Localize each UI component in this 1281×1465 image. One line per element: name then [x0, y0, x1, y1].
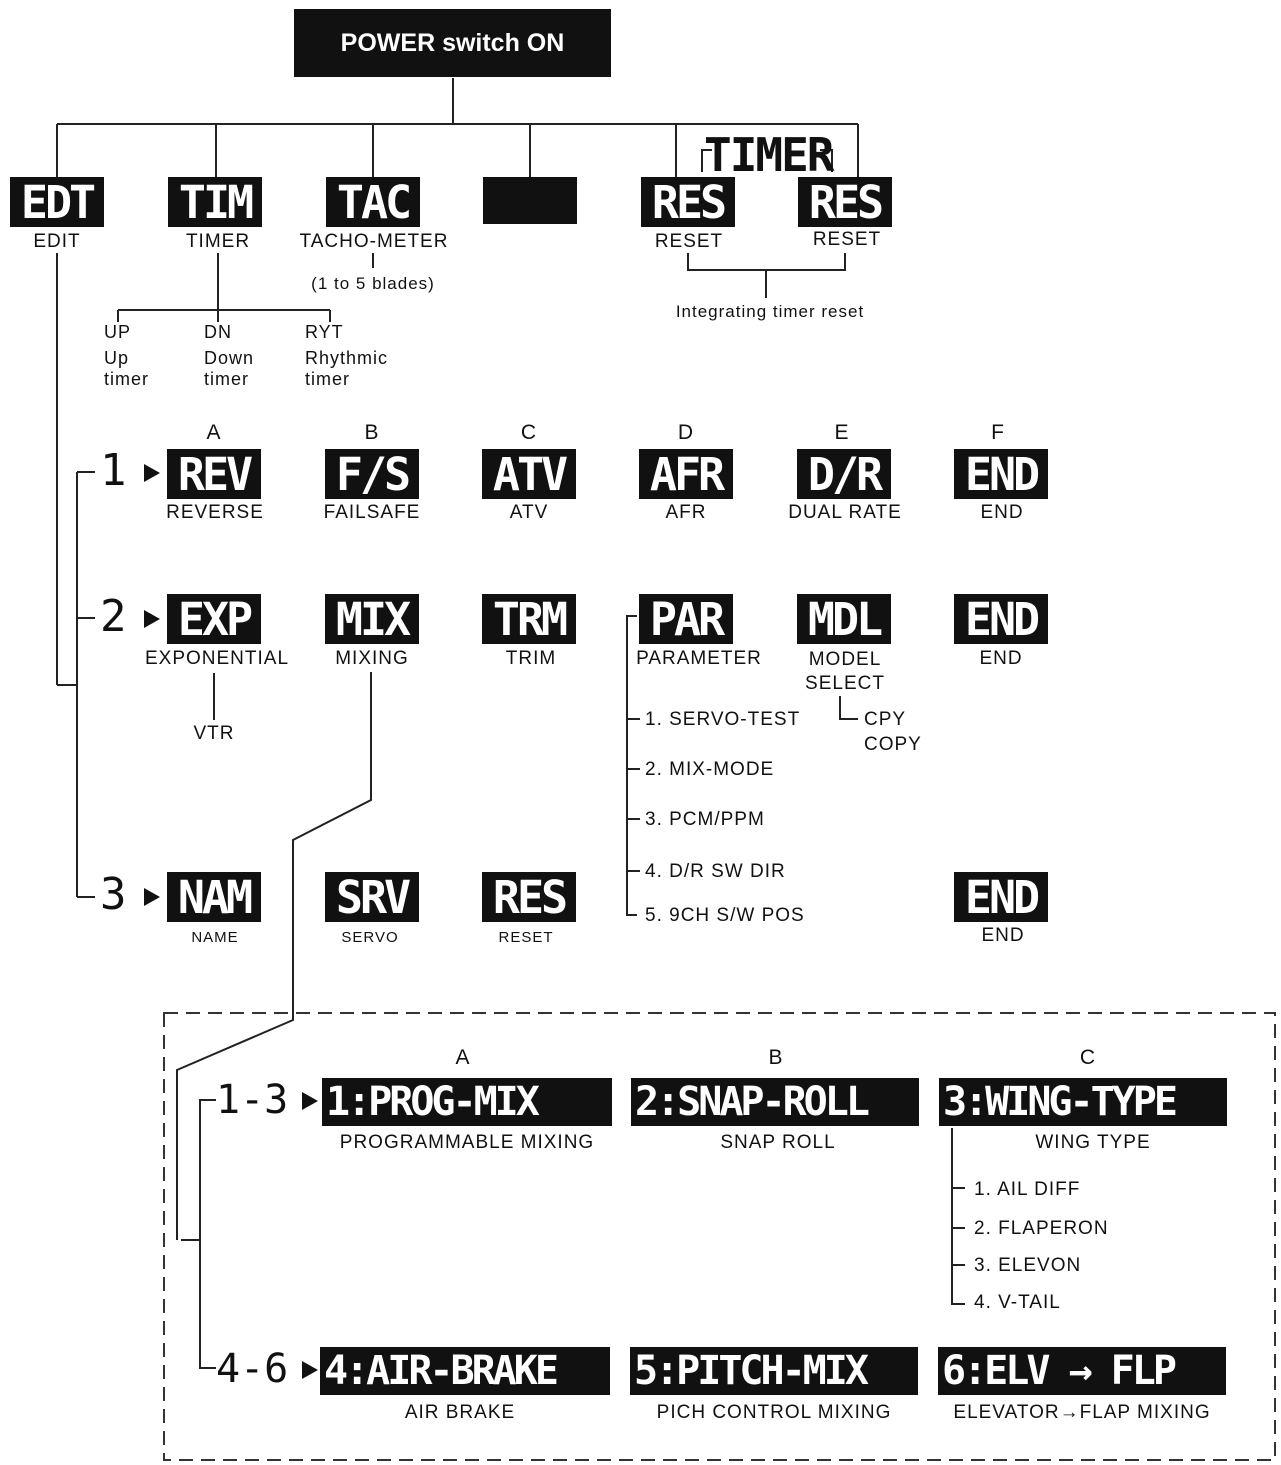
- wing-item-4: 4. V-TAIL: [974, 1292, 1061, 1313]
- wing-item-2: 2. FLAPERON: [974, 1218, 1109, 1239]
- reset-label-1: RESET: [654, 231, 724, 252]
- end-box-row-1: END: [954, 448, 1048, 501]
- end-box-row-2: END: [954, 593, 1048, 646]
- model-select-box: MDL: [797, 593, 891, 646]
- name-label: NAME: [191, 929, 239, 946]
- reset-label-row-3: RESET: [498, 929, 554, 946]
- servo-label: SERVO: [341, 929, 399, 946]
- model-select-label: MODEL SELECT: [805, 649, 885, 694]
- reset-label-2: RESET: [812, 229, 882, 250]
- wing-type-label: WING TYPE: [1035, 1132, 1151, 1153]
- air-brake-label: AIR BRAKE: [404, 1402, 516, 1423]
- power-switch-box: POWER switch ON: [294, 9, 611, 77]
- mixing-box: MIX: [325, 593, 419, 646]
- name-box: NAM: [167, 871, 261, 924]
- end-box-row-3: END: [954, 871, 1048, 924]
- snap-roll-label: SNAP ROLL: [720, 1132, 836, 1153]
- parameter-item-4: 4. D/R SW DIR: [645, 861, 786, 882]
- column-letter-b: B: [364, 421, 380, 444]
- mixing-group-4-6: 4-6: [216, 1346, 289, 1392]
- atv-box: ATV: [482, 448, 576, 501]
- edit-box: EDT: [10, 176, 104, 229]
- end-label-row-1: END: [980, 502, 1024, 523]
- row-3-arrow-icon: [144, 888, 160, 906]
- mixing-column-c: C: [1079, 1046, 1097, 1069]
- pitch-mix-label: PICH CONTROL MIXING: [656, 1402, 892, 1423]
- exponential-label: EXPONENTIAL: [144, 648, 290, 669]
- parameter-label: PARAMETER: [636, 648, 762, 669]
- afr-label: AFR: [665, 502, 707, 523]
- blank-box: [483, 177, 577, 224]
- parameter-item-5: 5. 9CH S/W POS: [645, 905, 805, 926]
- mixing-column-b: B: [768, 1046, 784, 1069]
- wing-type-box: 3:WING-TYPE: [939, 1078, 1227, 1126]
- mixing-label: MIXING: [335, 648, 409, 669]
- parameter-item-1: 1. SERVO-TEST: [645, 709, 801, 730]
- reverse-box: REV: [167, 448, 261, 501]
- row-2-number: 2: [100, 591, 127, 642]
- dual-rate-label: DUAL RATE: [788, 502, 902, 523]
- afr-box: AFR: [639, 448, 733, 501]
- mixing-group-1-3-arrow-icon: [302, 1092, 318, 1110]
- pitch-mix-box: 5:PITCH-MIX: [630, 1347, 918, 1395]
- parameter-item-2: 2. MIX-MODE: [645, 759, 775, 780]
- copy-code: CPY: [864, 709, 907, 730]
- timer-box: TIM: [168, 176, 262, 229]
- mixing-group-4-6-arrow-icon: [302, 1361, 318, 1379]
- snap-roll-box: 2:SNAP-ROLL: [631, 1078, 919, 1126]
- wing-item-3: 3. ELEVON: [974, 1255, 1082, 1276]
- prog-mix-label: PROGRAMMABLE MIXING: [339, 1132, 595, 1153]
- edit-label: EDIT: [33, 231, 81, 252]
- elv-flp-label: ELEVATOR→FLAP MIXING: [953, 1402, 1211, 1423]
- tacho-label: TACHO-METER: [299, 231, 449, 252]
- timer-mode-rhythmic: RYT Rhythmic timer: [305, 322, 389, 389]
- trim-label: TRIM: [505, 648, 557, 669]
- reset-box-row-3: RES: [482, 871, 576, 924]
- trim-box: TRM: [482, 593, 576, 646]
- column-letter-a: A: [206, 421, 222, 444]
- timer-mode-down: DN Down timer: [204, 322, 255, 389]
- failsafe-box: F/S: [325, 448, 419, 501]
- mixing-group-1-3: 1-3: [216, 1077, 289, 1123]
- row-3-number: 3: [100, 869, 127, 920]
- reset-box-1: RES: [641, 176, 735, 229]
- mixing-column-a: A: [455, 1046, 471, 1069]
- wing-item-1: 1. AIL DIFF: [974, 1179, 1081, 1200]
- air-brake-box: 4:AIR-BRAKE: [320, 1347, 610, 1395]
- tacho-box: TAC: [326, 176, 420, 229]
- atv-label: ATV: [509, 502, 549, 523]
- end-label-row-3: END: [981, 925, 1025, 946]
- reverse-label: REVERSE: [166, 502, 264, 523]
- timer-group-title: TIMER: [704, 128, 834, 182]
- row-2-arrow-icon: [144, 610, 160, 628]
- row-1-arrow-icon: [144, 464, 160, 482]
- column-letter-f: F: [991, 421, 1005, 444]
- servo-box: SRV: [325, 871, 419, 924]
- end-label-row-2: END: [979, 648, 1023, 669]
- exponential-box: EXP: [167, 593, 261, 646]
- timer-mode-up: UP Up timer: [104, 322, 149, 389]
- row-1-number: 1: [100, 445, 127, 496]
- vtr-label: VTR: [193, 723, 235, 744]
- column-letter-e: E: [834, 421, 850, 444]
- integrating-reset-label: Integrating timer reset: [675, 302, 865, 321]
- elv-flp-box: 6:ELV → FLP: [938, 1347, 1226, 1395]
- dual-rate-box: D/R: [797, 448, 891, 501]
- column-letter-d: D: [677, 421, 695, 444]
- column-letter-c: C: [520, 421, 538, 444]
- parameter-box: PAR: [639, 593, 733, 646]
- timer-label: TIMER: [185, 231, 251, 252]
- tacho-note: (1 to 5 blades): [311, 274, 435, 293]
- reset-box-2: RES: [798, 176, 892, 229]
- failsafe-label: FAILSAFE: [323, 502, 421, 523]
- copy-label: COPY: [864, 734, 922, 755]
- prog-mix-box: 1:PROG-MIX: [322, 1078, 612, 1126]
- parameter-item-3: 3. PCM/PPM: [645, 809, 765, 830]
